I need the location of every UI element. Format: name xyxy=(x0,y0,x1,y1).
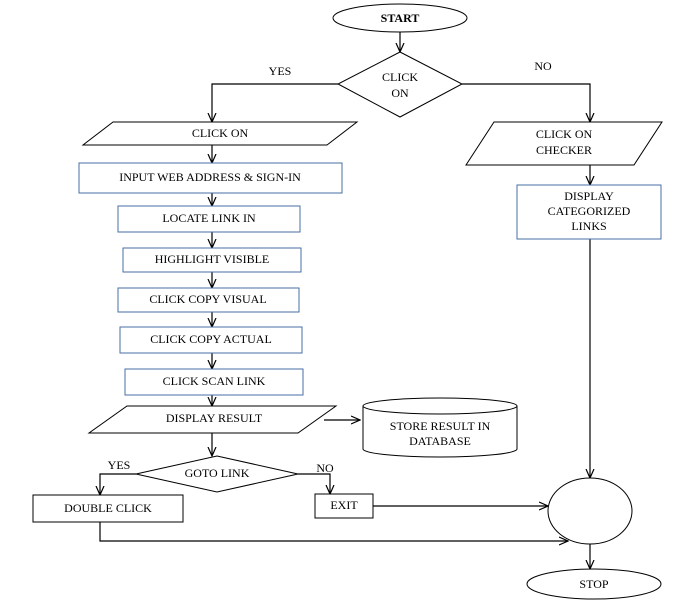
process-display-categorized: DISPLAY CATEGORIZED LINKS xyxy=(516,184,662,240)
process-locate-link: LOCATE LINK IN xyxy=(117,205,301,233)
process-copy-visual-label: CLICK COPY VISUAL xyxy=(149,292,266,306)
process-double-click-label: DOUBLE CLICK xyxy=(64,501,152,515)
io-display-result-label: DISPLAY RESULT xyxy=(166,411,263,425)
stop-terminal: STOP xyxy=(526,568,662,600)
process-locate-link-label: LOCATE LINK IN xyxy=(162,211,256,225)
io-display-result: DISPLAY RESULT xyxy=(87,405,338,434)
process-display-categorized-line2: CATEGORIZED xyxy=(548,204,631,218)
process-highlight-visible-label: HIGHLIGHT VISIBLE xyxy=(155,252,270,266)
process-double-click: DOUBLE CLICK xyxy=(32,494,184,523)
merge-connector xyxy=(547,477,633,545)
process-scan-link-label: CLICK SCAN LINK xyxy=(163,374,266,388)
edge-doubleclick-to-merge xyxy=(99,522,568,541)
start-terminal: START xyxy=(332,3,468,33)
connectors xyxy=(100,32,590,569)
decision-click-on-line1: CLICK xyxy=(382,70,418,84)
edge-decision-no xyxy=(462,83,590,122)
io-click-on: CLICK ON xyxy=(81,121,359,146)
process-display-categorized-line1: DISPLAY xyxy=(564,189,614,203)
process-display-categorized-line3: LINKS xyxy=(571,219,606,233)
io-click-on-checker-line2: CHECKER xyxy=(536,143,592,157)
process-input-web-address-label: INPUT WEB ADDRESS & SIGN-IN xyxy=(119,170,301,184)
stop-label: STOP xyxy=(579,577,608,591)
io-click-on-checker: CLICK ON CHECKER xyxy=(465,121,663,166)
decision-click-on: CLICK ON xyxy=(336,51,464,118)
process-exit-label: EXIT xyxy=(330,498,358,512)
edge-goto-yes xyxy=(100,473,136,495)
decision-goto-link-label: GOTO LINK xyxy=(185,466,250,480)
decision-click-on-line2: ON xyxy=(391,86,409,100)
label-yes-2: YES xyxy=(108,458,131,472)
decision-goto-link: GOTO LINK xyxy=(135,455,299,493)
database-store-result-line1: STORE RESULT IN xyxy=(390,419,491,433)
process-copy-visual: CLICK COPY VISUAL xyxy=(117,287,300,313)
label-yes-1: YES xyxy=(269,64,292,78)
process-copy-actual-label: CLICK COPY ACTUAL xyxy=(150,332,272,346)
label-no-1: NO xyxy=(534,59,552,73)
edge-decision-yes xyxy=(212,83,338,122)
edge-goto-no xyxy=(298,473,330,494)
process-input-web-address: INPUT WEB ADDRESS & SIGN-IN xyxy=(78,162,343,194)
process-highlight-visible: HIGHLIGHT VISIBLE xyxy=(122,247,302,273)
database-store-result-line2: DATABASE xyxy=(409,434,471,448)
process-copy-actual: CLICK COPY ACTUAL xyxy=(119,326,303,354)
io-click-on-label: CLICK ON xyxy=(192,126,249,140)
io-click-on-checker-line1: CLICK ON xyxy=(536,127,593,141)
process-scan-link: CLICK SCAN LINK xyxy=(124,368,304,396)
start-label: START xyxy=(381,11,420,25)
database-store-result: STORE RESULT IN DATABASE xyxy=(362,397,518,458)
label-no-2: NO xyxy=(316,461,334,475)
process-exit: EXIT xyxy=(314,493,374,519)
